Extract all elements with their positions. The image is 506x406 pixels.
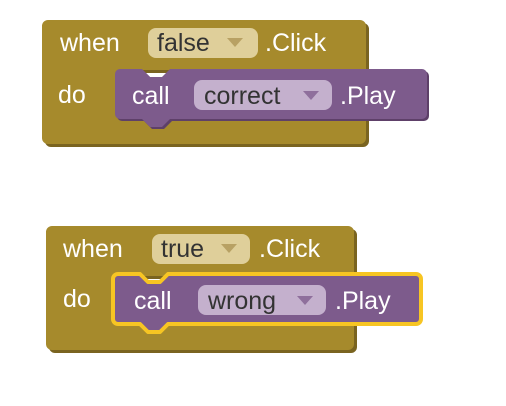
- when-keyword: when: [59, 29, 120, 57]
- call-component-dropdown-label: correct: [204, 82, 280, 110]
- event-block-body: [42, 20, 366, 144]
- event-name: .Click: [259, 235, 321, 263]
- method-name: .Play: [335, 287, 391, 315]
- do-keyword: do: [63, 285, 91, 313]
- chevron-down-icon: [303, 91, 319, 100]
- chevron-down-icon: [297, 296, 313, 305]
- component-dropdown-label: false: [157, 29, 210, 57]
- chevron-down-icon: [221, 244, 237, 253]
- call-keyword: call: [134, 287, 172, 315]
- call-component-dropdown[interactable]: wrong: [198, 285, 326, 315]
- component-dropdown[interactable]: true: [152, 234, 250, 264]
- event-block-true-click[interactable]: when true .Click do call wrong .Play: [46, 226, 423, 353]
- when-keyword: when: [62, 235, 123, 263]
- call-block-correct-play[interactable]: call correct .Play: [115, 69, 429, 129]
- do-keyword: do: [58, 81, 86, 109]
- call-block-wrong-play[interactable]: call wrong .Play: [111, 272, 423, 334]
- component-dropdown-label: true: [161, 235, 204, 263]
- event-block-body: [46, 226, 354, 350]
- call-component-dropdown[interactable]: correct: [194, 80, 332, 110]
- event-name: .Click: [265, 29, 327, 57]
- chevron-down-icon: [227, 38, 243, 47]
- component-dropdown[interactable]: false: [148, 28, 258, 58]
- call-component-dropdown-label: wrong: [207, 287, 276, 315]
- method-name: .Play: [340, 82, 396, 110]
- call-keyword: call: [132, 82, 170, 110]
- event-block-false-click[interactable]: when false .Click do call correct .Play: [42, 20, 429, 147]
